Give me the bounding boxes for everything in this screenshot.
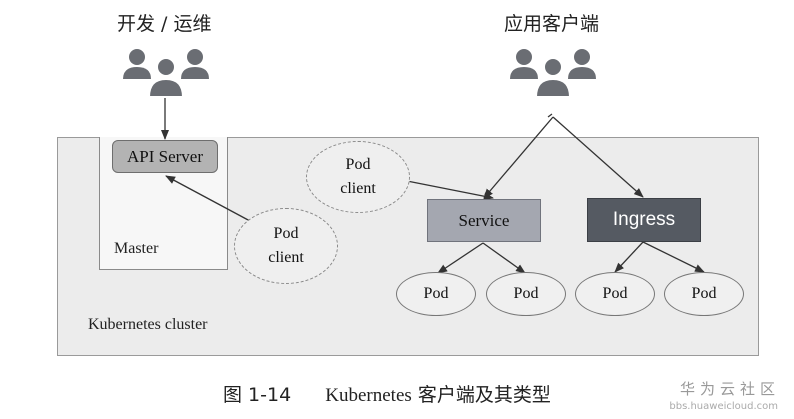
devops-group-label: 开发 / 运维 <box>117 13 212 35</box>
arrow-podclient-to-api <box>165 175 251 222</box>
arrow-ingress-to-pod3 <box>614 241 644 273</box>
figure-caption: 图 1-14 Kubernetes 客户端及其类型 <box>223 380 551 407</box>
people-group-icon <box>123 49 209 98</box>
cluster-label: Kubernetes cluster <box>88 316 208 333</box>
api-server-box: API Server <box>112 140 218 173</box>
pod-node: Pod <box>664 272 744 316</box>
arrow-ingress-to-pod4 <box>642 241 705 273</box>
pod-client-node: Pod client <box>306 141 410 213</box>
pod-node: Pod <box>575 272 655 316</box>
pod-client-line2: client <box>268 249 304 266</box>
arrow-podclient-to-service <box>406 180 494 201</box>
figure-number: 图 1-14 <box>223 384 292 406</box>
app-client-group-label: 应用客户端 <box>504 13 600 35</box>
pod-node: Pod <box>396 272 476 316</box>
master-label: Master <box>114 240 159 257</box>
people-group-icon <box>510 49 596 98</box>
arrow-service-to-pod1 <box>437 242 484 274</box>
service-box: Service <box>427 199 541 242</box>
ingress-box: Ingress <box>587 198 701 242</box>
pod-client-line2: client <box>340 180 376 197</box>
figure-title-cn: 客户端及其类型 <box>417 384 551 406</box>
figure-title-en: Kubernetes <box>325 385 412 406</box>
pod-client-node: Pod client <box>234 208 338 284</box>
pod-client-line1: Pod <box>273 225 299 242</box>
pod-client-line1: Pod <box>345 156 371 173</box>
arrow-service-to-pod2 <box>482 242 526 274</box>
watermark-brand: 华为云社区 <box>679 380 780 398</box>
arrow-client-to-ingress <box>552 116 644 198</box>
arrow-client-to-service <box>483 116 554 199</box>
watermark-url: bbs.huaweicloud.com <box>669 401 778 412</box>
line-client-to-split <box>547 113 553 118</box>
pod-node: Pod <box>486 272 566 316</box>
